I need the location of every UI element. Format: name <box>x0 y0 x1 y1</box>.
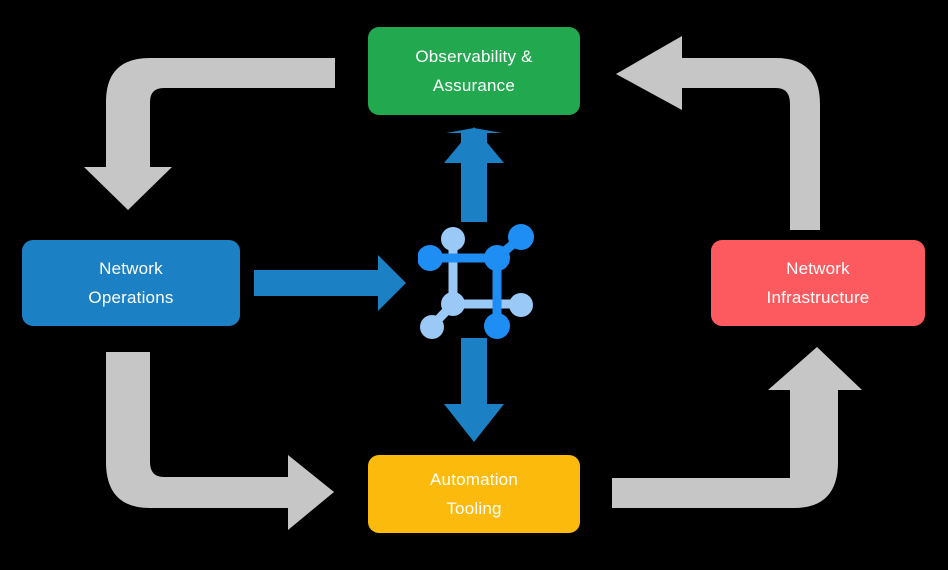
arrow-infrastructure-to-observability <box>616 36 820 230</box>
arrow-down-head <box>444 404 504 442</box>
arrow-operations-to-center <box>254 255 406 311</box>
arrow-automation-to-infrastructure <box>612 347 862 508</box>
box-observability-assurance[interactable]: Observability & Assurance <box>368 27 580 115</box>
arrow-operations-to-automation <box>106 352 334 530</box>
network-topology-icon <box>418 224 534 339</box>
box-network-infrastructure[interactable]: Network Infrastructure <box>711 240 925 326</box>
box-automation-tooling[interactable]: Automation Tooling <box>368 455 580 533</box>
arrow-up-head <box>444 127 504 163</box>
box-network-operations[interactable]: Network Operations <box>22 240 240 326</box>
arrow-observability-to-operations <box>84 58 335 210</box>
icon-nodes-primary <box>418 224 534 339</box>
arrow-center-to-automation-shaft <box>461 338 487 404</box>
icon-nodes-secondary <box>420 227 533 339</box>
arrow-up-shaft <box>461 158 487 222</box>
